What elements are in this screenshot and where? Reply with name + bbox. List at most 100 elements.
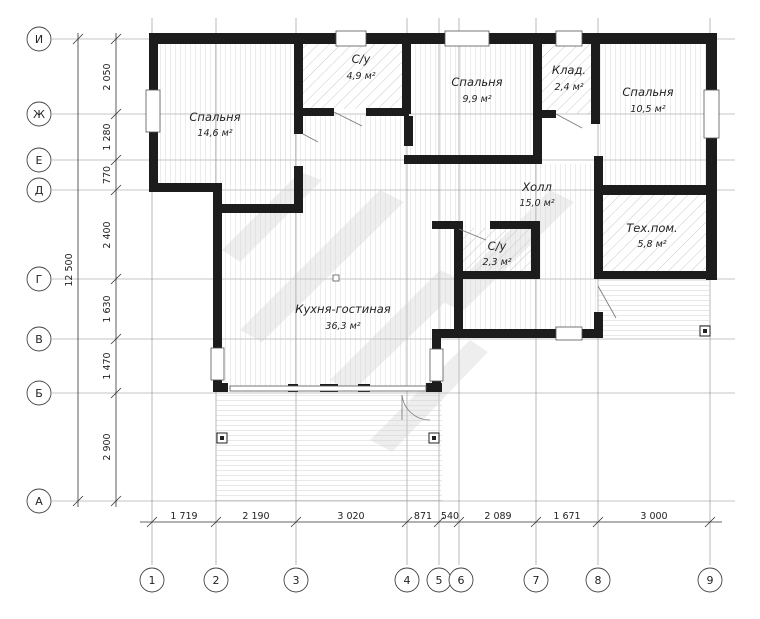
axis-row-label: Е: [36, 154, 43, 167]
room-8-area: 36,3 м²: [325, 321, 360, 332]
room-2-name: Спальня: [451, 75, 502, 89]
axis-row-label: Г: [36, 273, 43, 286]
window-bedroom-right: [703, 89, 720, 139]
dim-v-label: 1 630: [102, 295, 113, 322]
dim-h-label: 1 671: [553, 511, 580, 522]
axis-row-marker: [26, 380, 52, 406]
wall-storage-right: [591, 44, 600, 124]
wall-east: [706, 33, 717, 280]
terrace-front: [216, 393, 442, 501]
windows: [145, 30, 720, 392]
wall-south-l: [213, 383, 228, 392]
dim-v-label: 2 900: [102, 433, 113, 460]
wall-hall-south: [432, 329, 556, 338]
room-5-name: Холл: [521, 180, 552, 194]
wall-tech-bottom: [594, 271, 717, 279]
wall-wc-bottom-r: [366, 108, 409, 116]
room-4-name: Спальня: [622, 85, 673, 99]
axis-col-label: 5: [436, 574, 443, 587]
posts: [216, 274, 711, 444]
vertical-dimension-lines: [72, 33, 122, 507]
wall-hall-south-r: [582, 329, 603, 338]
dim-h-label: 2 190: [242, 511, 269, 522]
axis-col-marker: [283, 567, 309, 593]
dim-h-label: 871: [414, 511, 432, 522]
axis-col-label: 8: [595, 574, 602, 587]
room-7-name: Тех.пом.: [626, 221, 677, 235]
wall-living-partition: [404, 116, 413, 146]
room-8-name: Кухня-гостиная: [295, 302, 391, 316]
axis-col-marker: [394, 567, 420, 593]
room-0-area: 14,6 м²: [197, 128, 232, 139]
axis-row-marker: [26, 26, 52, 52]
axis-col-label: 2: [213, 574, 220, 587]
row-axis-labels: И Ж Е Д Г В Б А: [33, 33, 45, 508]
wall-wc-small-top-r: [490, 221, 534, 229]
floor-storage: [542, 44, 592, 114]
dim-v-label: 1 280: [102, 123, 113, 150]
wall-west-living: [213, 183, 222, 391]
dim-v-label: 1 470: [102, 352, 113, 379]
dim-h-label: 2 089: [484, 511, 511, 522]
wall-bedroom-living-h: [213, 204, 303, 213]
dim-h-label: 540: [441, 511, 459, 522]
axis-row-label: Д: [35, 184, 44, 197]
room-7-area: 5,8 м²: [637, 239, 666, 250]
axis-col-marker: [203, 567, 229, 593]
wall-storage-bottom: [542, 110, 556, 118]
wall-hall-east-low: [594, 312, 603, 338]
vertical-dimension-labels: 2 050 1 280 770 2 400 1 630 1 470 2 900 …: [64, 63, 113, 460]
axis-col-marker: [523, 567, 549, 593]
axis-row-marker: [26, 101, 52, 127]
floor-bedroom-mid: [413, 44, 536, 158]
wall-bedroom-mid-bottom: [404, 155, 536, 164]
wall-bedroom-living-v: [294, 166, 303, 213]
ceiling-lamp: [332, 274, 340, 282]
axis-row-label: Б: [35, 387, 43, 400]
room-3-name: Клад.: [552, 63, 586, 77]
axis-row-label: Ж: [33, 108, 45, 121]
axis-col-marker: [139, 567, 165, 593]
wall-wc-bottom-l: [294, 108, 334, 116]
axis-col-label: 7: [533, 574, 540, 587]
axis-col-marker: [697, 567, 723, 593]
dim-h-label: 3 000: [640, 511, 667, 522]
window-living-east: [429, 348, 444, 382]
axis-col-label: 1: [149, 574, 156, 587]
room-1-name: С/у: [352, 52, 371, 66]
dim-h-label: 3 020: [337, 511, 364, 522]
axis-row-marker: [26, 266, 52, 292]
window-storage: [555, 30, 583, 47]
wall-bedroom-wc: [294, 44, 303, 134]
axis-row-label: А: [35, 495, 43, 508]
wall-south-r: [426, 383, 442, 392]
horizontal-dimension-labels: 1 719 2 190 3 020 871 540 2 089 1 671 3 …: [170, 511, 667, 522]
floor-tech-room: [603, 195, 706, 274]
room-6-area: 2,3 м²: [482, 257, 511, 268]
dim-v-label: 2 400: [102, 221, 113, 248]
window-hall-south: [555, 326, 583, 341]
dim-overall-label: 12 500: [64, 253, 75, 286]
wall-bedroom-bottom: [149, 183, 222, 192]
room-3-area: 2,4 м²: [554, 82, 583, 93]
wall-wc-small-bottom: [454, 271, 540, 279]
floor-living: [222, 114, 432, 390]
axis-row-marker: [26, 326, 52, 352]
window-bedroom-mid: [444, 30, 490, 47]
axis-row-marker: [26, 488, 52, 514]
room-0-name: Спальня: [189, 110, 240, 124]
axis-col-marker: [448, 567, 474, 593]
room-1-area: 4,9 м²: [346, 71, 375, 82]
horizontal-dimension-lines: [140, 516, 722, 528]
terrace-side: [598, 279, 710, 336]
axis-col-label: 3: [293, 574, 300, 587]
dim-h-label: 1 719: [170, 511, 197, 522]
wall-north: [149, 33, 717, 44]
door-swings: [302, 111, 617, 421]
room-2-area: 9,9 м²: [462, 94, 491, 105]
window-wc-top: [335, 30, 367, 47]
axis-col-label: 4: [404, 574, 411, 587]
window-living-west: [210, 347, 225, 381]
axis-row-label: В: [35, 333, 43, 346]
